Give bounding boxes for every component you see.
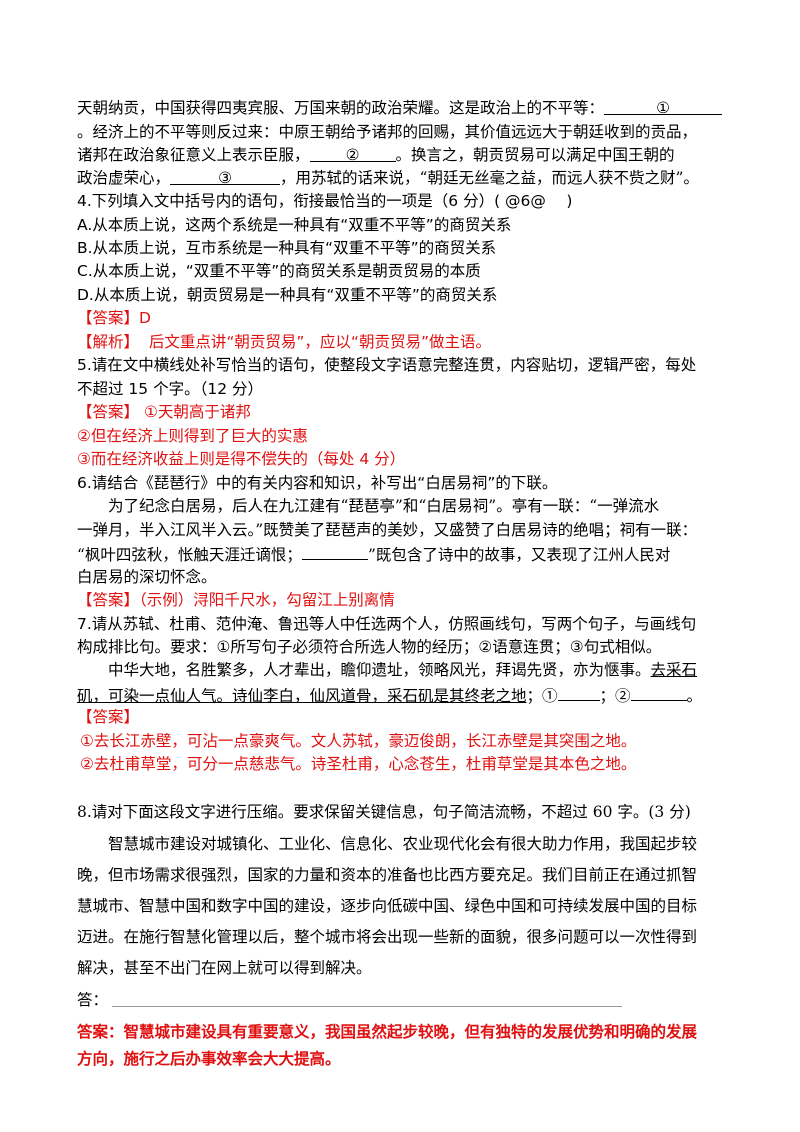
q8-para-line-3: 慧城市、智慧中国和数字中国的建设，逐步向低碳中国、绿色中国和可持续发展中国的目标 <box>77 897 698 915</box>
q5-answer-2: ②但在经济上则得到了巨大的实惠 <box>77 427 308 445</box>
passage-text: 天朝纳贡，中国获得四夷宾服、万国来朝的政治荣耀。这是政治上的不平等： <box>77 99 605 117</box>
q8-para-line-1: 智慧城市建设对城镇化、工业化、信息化、农业现代化会有很大助力作用，我国起步较 <box>108 835 698 853</box>
q7-para-line-1: 中华大地，名胜繁多，人才辈出，瞻仰遗址，领略风光，拜谒先贤，亦为惬事。去采石 <box>77 658 697 682</box>
analysis-text: 后文重点讲“朝贡贸易”，应以“朝贡贸易”做主语。 <box>148 333 491 351</box>
q4-answer: 【答案】D <box>77 306 151 330</box>
q6-para-line-3: “枫叶四弦秋，怅触天涯迁谪恨； ”既包含了诗中的故事，又表现了江州人民对 <box>77 541 670 567</box>
underlined-sentence: 矶，可染一点仙人气。诗仙李白，仙风道骨，采石矶是其终老之地 <box>77 687 527 705</box>
answer-label: 答案： <box>77 1023 124 1041</box>
blank-2: ② <box>309 143 396 164</box>
answer-value: D <box>139 309 151 327</box>
q8-stem: 8.请对下面这段文字进行压缩。要求保留关键信息，句子简洁流畅，不超过 60 字。… <box>77 803 691 821</box>
q8-para-line-4: 迈进。在施行智慧化管理以后，整个城市将会出现一些新的面貌，很多问题可以一次性得到 <box>77 928 698 946</box>
q4-option-d: D.从本质上说，朝贡贸易是一种具有“双重不平等”的商贸关系 <box>77 286 498 304</box>
q6-para-line-4: 白居易的深切怀念。 <box>77 568 217 586</box>
passage-text: 诸邦在政治象征意义上表示臣服， <box>77 146 310 164</box>
passage-text: 政治虚荣心， <box>77 169 171 187</box>
passage-line-1: 天朝纳贡，中国获得四夷宾服、万国来朝的政治荣耀。这是政治上的不平等：① <box>77 96 723 120</box>
passage-text: 。换言之，朝贡贸易可以满足中国王朝的 <box>395 146 675 164</box>
q7-answer-1: ①去长江赤壁，可沾一点豪爽气。文人苏轼，豪迈俊朗，长江赤壁是其突围之地。 <box>80 732 637 750</box>
q5-answer-3: ③而在经济收益上则是得不偿失的（每处 4 分） <box>77 450 406 468</box>
blank-3: ③ <box>170 166 281 187</box>
q8-answer-2: 方向，施行之后办事效率会大大提高。 <box>77 1050 341 1068</box>
q7-text: ；② <box>599 687 631 705</box>
blank-1: ① <box>604 96 723 117</box>
passage-line-3: 诸邦在政治象征意义上表示臣服，②。换言之，朝贡贸易可以满足中国王朝的 <box>77 143 675 167</box>
answer-value: 智慧城市建设具有重要意义，我国虽然起步较晚，但有独特的发展优势和明确的发展 <box>123 1023 698 1041</box>
answer-label: 【答案】 <box>77 403 140 421</box>
q4-option-c: C.从本质上说，“双重不平等”的商贸关系是朝贡贸易的本质 <box>77 262 481 280</box>
passage-text: ，用苏轼的话来说，“朝廷无丝毫之益，而远人获不赀之财”。 <box>280 169 699 187</box>
couplet-text: ”既包含了诗中的故事，又表现了江州人民对 <box>367 546 671 564</box>
q7-para-line-2: 矶，可染一点仙人气。诗仙李白，仙风道骨，采石矶是其终老之地；① ；② 。 <box>77 682 702 708</box>
q6-para-line-2: 一弹月，半入江风半入云。”既赞美了琵琶声的美妙，又盛赞了白居易诗的绝唱；祠有一联… <box>77 521 698 539</box>
q4-stem: 4.下列填入文中括号内的语句，衔接最恰当的一项是（6 分）( @6@ ) <box>77 192 573 210</box>
q7-answer-label: 【答案】 <box>77 708 140 726</box>
q7-answer-2: ②去杜甫草堂，可分一点慈悲气。诗圣杜甫，心念苍生，杜甫草堂是其本色之地。 <box>80 755 637 773</box>
couplet-blank <box>301 541 368 560</box>
q6-para-line-1: 为了纪念白居易，后人在九江建有“琵琶亭”和“白居易祠”。亭有一联：“一弹流水 <box>108 497 660 515</box>
q6-answer: 【答案】（示例）浔阳千尺水，勾留江上别离情 <box>77 588 395 612</box>
answer-label: 【答案】 <box>77 591 140 609</box>
q8-para-line-2: 晚，但市场需求很强烈，国家的力量和资本的准备也比西方要充足。我们目前正在通过抓智 <box>77 866 698 884</box>
q7-stem-2: 构成排比句。要求：①所写句子必须符合所选人物的经历；②语意连贯；③句式相似。 <box>77 638 662 656</box>
q8-answer-1: 答案：智慧城市建设具有重要意义，我国虽然起步较晚，但有独特的发展优势和明确的发展 <box>77 1020 697 1044</box>
q8-answer-prompt: 答： <box>77 991 109 1009</box>
q7-blank-2 <box>630 682 687 701</box>
q7-stem-1: 7.请从苏轼、杜甫、范仲淹、鲁迅等人中任选两个人，仿照画线句，写两个句子，与画线… <box>77 615 697 633</box>
passage-line-4: 政治虚荣心，③，用苏轼的话来说，“朝廷无丝毫之益，而远人获不赀之财”。 <box>77 166 699 190</box>
q5-answer-1: 【答案】 ①天朝高于诸邦 <box>77 400 251 424</box>
q7-text: 中华大地，名胜繁多，人才辈出，瞻仰遗址，领略风光，拜谒先贤，亦为惬事。 <box>108 661 651 679</box>
answer-value: （示例）浔阳千尺水，勾留江上别离情 <box>139 591 395 609</box>
q7-text: 。 <box>686 687 703 705</box>
q8-para-line-5: 解决，甚至不出门在网上就可以得到解决。 <box>77 959 372 977</box>
q7-blank-1 <box>557 682 600 701</box>
couplet-text: “枫叶四弦秋，怅触天涯迁谪恨； <box>77 546 302 564</box>
passage-line-2: 。经济上的不平等则反过来：中原王朝给予诸邦的回赐，其价值远远大于朝廷收到的贡品， <box>77 123 698 141</box>
q7-text: ；① <box>526 687 558 705</box>
q5-stem-1: 5.请在文中横线处补写恰当的语句，使整段文字语意完整连贯，内容贴切，逻辑严密，每… <box>77 356 697 374</box>
analysis-label: 【解析】 <box>77 333 140 351</box>
q4-option-b: B.从本质上说，互市系统是一种具有“双重不平等”的商贸关系 <box>77 239 497 257</box>
q5-stem-2: 不超过 15 个字。（12 分） <box>77 380 263 398</box>
q6-stem: 6.请结合《琵琶行》中的有关内容和知识，补写出“白居易祠”的下联。 <box>77 474 558 492</box>
underlined-sentence: 去采石 <box>650 661 698 679</box>
answer-value: ①天朝高于诸邦 <box>143 403 251 421</box>
q4-option-a: A.从本质上说，这两个系统是一种具有“双重不平等”的商贸关系 <box>77 216 512 234</box>
q4-analysis: 【解析】 后文重点讲“朝贡贸易”，应以“朝贡贸易”做主语。 <box>77 330 491 354</box>
answer-underline <box>112 1006 622 1007</box>
answer-label: 【答案】 <box>77 309 140 327</box>
